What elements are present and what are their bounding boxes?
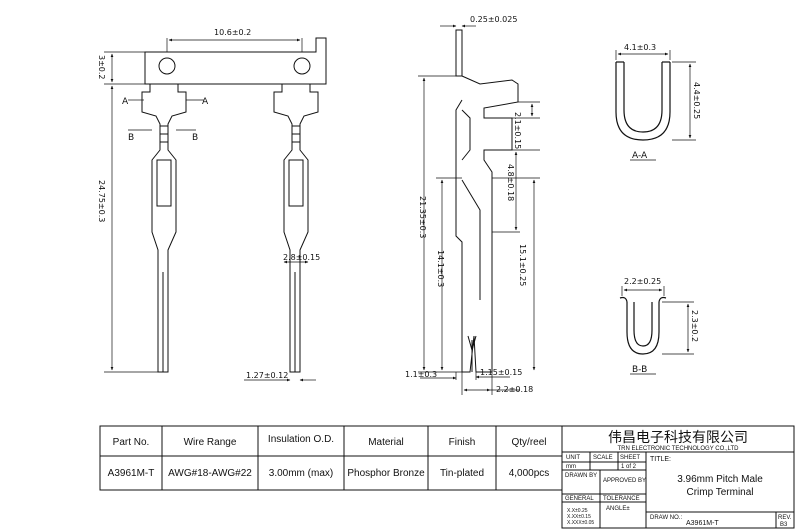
dim-side-width: 2.2±0.18 bbox=[496, 385, 533, 394]
cell-qty: 4,000pcs bbox=[509, 468, 550, 479]
cell-wire-range: AWG#18-AWG#22 bbox=[168, 468, 252, 479]
sheet-value: 1 of 2 bbox=[621, 464, 637, 470]
dim-barrel-len: 4.8±0.18 bbox=[506, 164, 515, 201]
angle-label: ANGLE± bbox=[606, 506, 630, 512]
side-dim-text: 0.25±0.025 2.1±0.15 4.8±0.18 21.35±0.3 1… bbox=[405, 15, 533, 394]
dim-body-len: 21.35±0.3 bbox=[418, 196, 427, 238]
dim-crimp-width: 2.8±0.15 bbox=[283, 253, 320, 262]
section-bb bbox=[619, 296, 667, 355]
rev-label: REV. bbox=[778, 515, 792, 521]
dim-tab-height: 2.1±0.15 bbox=[513, 112, 522, 149]
spec-table-headers: Part No. Wire Range Insulation O.D. Mate… bbox=[113, 434, 547, 448]
header-part-no: Part No. bbox=[113, 437, 150, 448]
company-en: TRN ELECTRONIC TECHNOLOGY CO.,LTD bbox=[617, 446, 739, 452]
dim-bb-width: 2.2±0.25 bbox=[624, 277, 661, 286]
general-label: GENERAL bbox=[565, 496, 594, 502]
dim-aa-height: 4.4±0.25 bbox=[692, 82, 701, 119]
dim-aa-width: 4.1±0.3 bbox=[624, 43, 656, 52]
dim-width-top: 10.6±0.2 bbox=[214, 28, 251, 37]
tolerance-1: X.X±0.25 bbox=[567, 508, 588, 514]
section-bb-dims bbox=[621, 286, 694, 355]
section-aa-label: A-A bbox=[632, 151, 648, 161]
draw-no-value: A3961M-T bbox=[686, 520, 719, 527]
tolerance-3: X.XXX±0.05 bbox=[567, 520, 594, 526]
spec-table-row: A3961M-T AWG#18-AWG#22 3.00mm (max) Phos… bbox=[108, 468, 550, 479]
cell-material: Phosphor Bronze bbox=[347, 468, 425, 479]
section-bb-label: B-B bbox=[632, 365, 647, 375]
side-dimensions bbox=[418, 24, 540, 395]
company-cn: 伟昌电子科技有限公司 bbox=[608, 429, 748, 445]
cell-part-no: A3961M-T bbox=[108, 468, 155, 479]
header-insulation: Insulation O.D. bbox=[268, 434, 334, 445]
draw-no-label: DRAW NO.: bbox=[650, 515, 682, 521]
header-finish: Finish bbox=[449, 437, 476, 448]
dim-top-height: 3±0.2 bbox=[97, 55, 106, 80]
section-aa bbox=[615, 61, 671, 141]
header-wire-range: Wire Range bbox=[184, 437, 237, 448]
sheet-label: SHEET bbox=[620, 455, 640, 461]
section-aa-dims bbox=[615, 50, 696, 141]
title-block-text: 伟昌电子科技有限公司 TRN ELECTRONIC TECHNOLOGY CO.… bbox=[565, 429, 792, 528]
title-block bbox=[561, 425, 795, 529]
header-qty-reel: Qty/reel bbox=[511, 437, 546, 448]
dim-lower-len: 15.1±0.25 bbox=[518, 244, 527, 286]
cell-insulation: 3.00mm (max) bbox=[269, 468, 333, 479]
title-line-1: 3.96mm Pitch Male bbox=[677, 474, 763, 485]
header-material: Material bbox=[368, 437, 404, 448]
front-dimensions bbox=[104, 38, 316, 382]
dim-pin-width: 1.27±0.12 bbox=[246, 371, 288, 380]
title-line-2: Crimp Terminal bbox=[686, 487, 753, 498]
front-view bbox=[141, 37, 327, 373]
dim-side-pin: 1.15±0.15 bbox=[480, 368, 522, 377]
section-a-left: A bbox=[122, 97, 129, 107]
dim-overall-length: 24.75±0.3 bbox=[97, 180, 106, 222]
scale-label: SCALE bbox=[593, 455, 613, 461]
section-a-right: A bbox=[202, 97, 209, 107]
front-dim-text: 10.6±0.2 3±0.2 24.75±0.3 2.8±0.15 1.27±0… bbox=[97, 28, 320, 380]
dim-side-offset: 1.1±0.3 bbox=[405, 370, 437, 379]
dim-bb-height: 2.3±0.2 bbox=[690, 310, 699, 342]
rev-value: B3 bbox=[780, 522, 788, 528]
dim-thickness: 0.25±0.025 bbox=[470, 15, 517, 24]
dim-mid-len: 14.1±0.3 bbox=[436, 250, 445, 287]
approved-by-label: APPROVED BY bbox=[603, 478, 646, 484]
title-label: TITLE: bbox=[650, 456, 671, 463]
side-view bbox=[455, 29, 519, 373]
tolerance-label: TOLERANCE bbox=[603, 496, 640, 502]
cell-finish: Tin-plated bbox=[440, 468, 484, 479]
tolerance-2: X.XX±0.15 bbox=[567, 514, 591, 520]
unit-label: UNIT bbox=[566, 455, 580, 461]
section-b-right: B bbox=[192, 133, 198, 143]
unit-value: mm bbox=[566, 464, 576, 470]
drawn-by-label: DRAWN BY bbox=[565, 473, 597, 479]
section-b-left: B bbox=[128, 133, 134, 143]
